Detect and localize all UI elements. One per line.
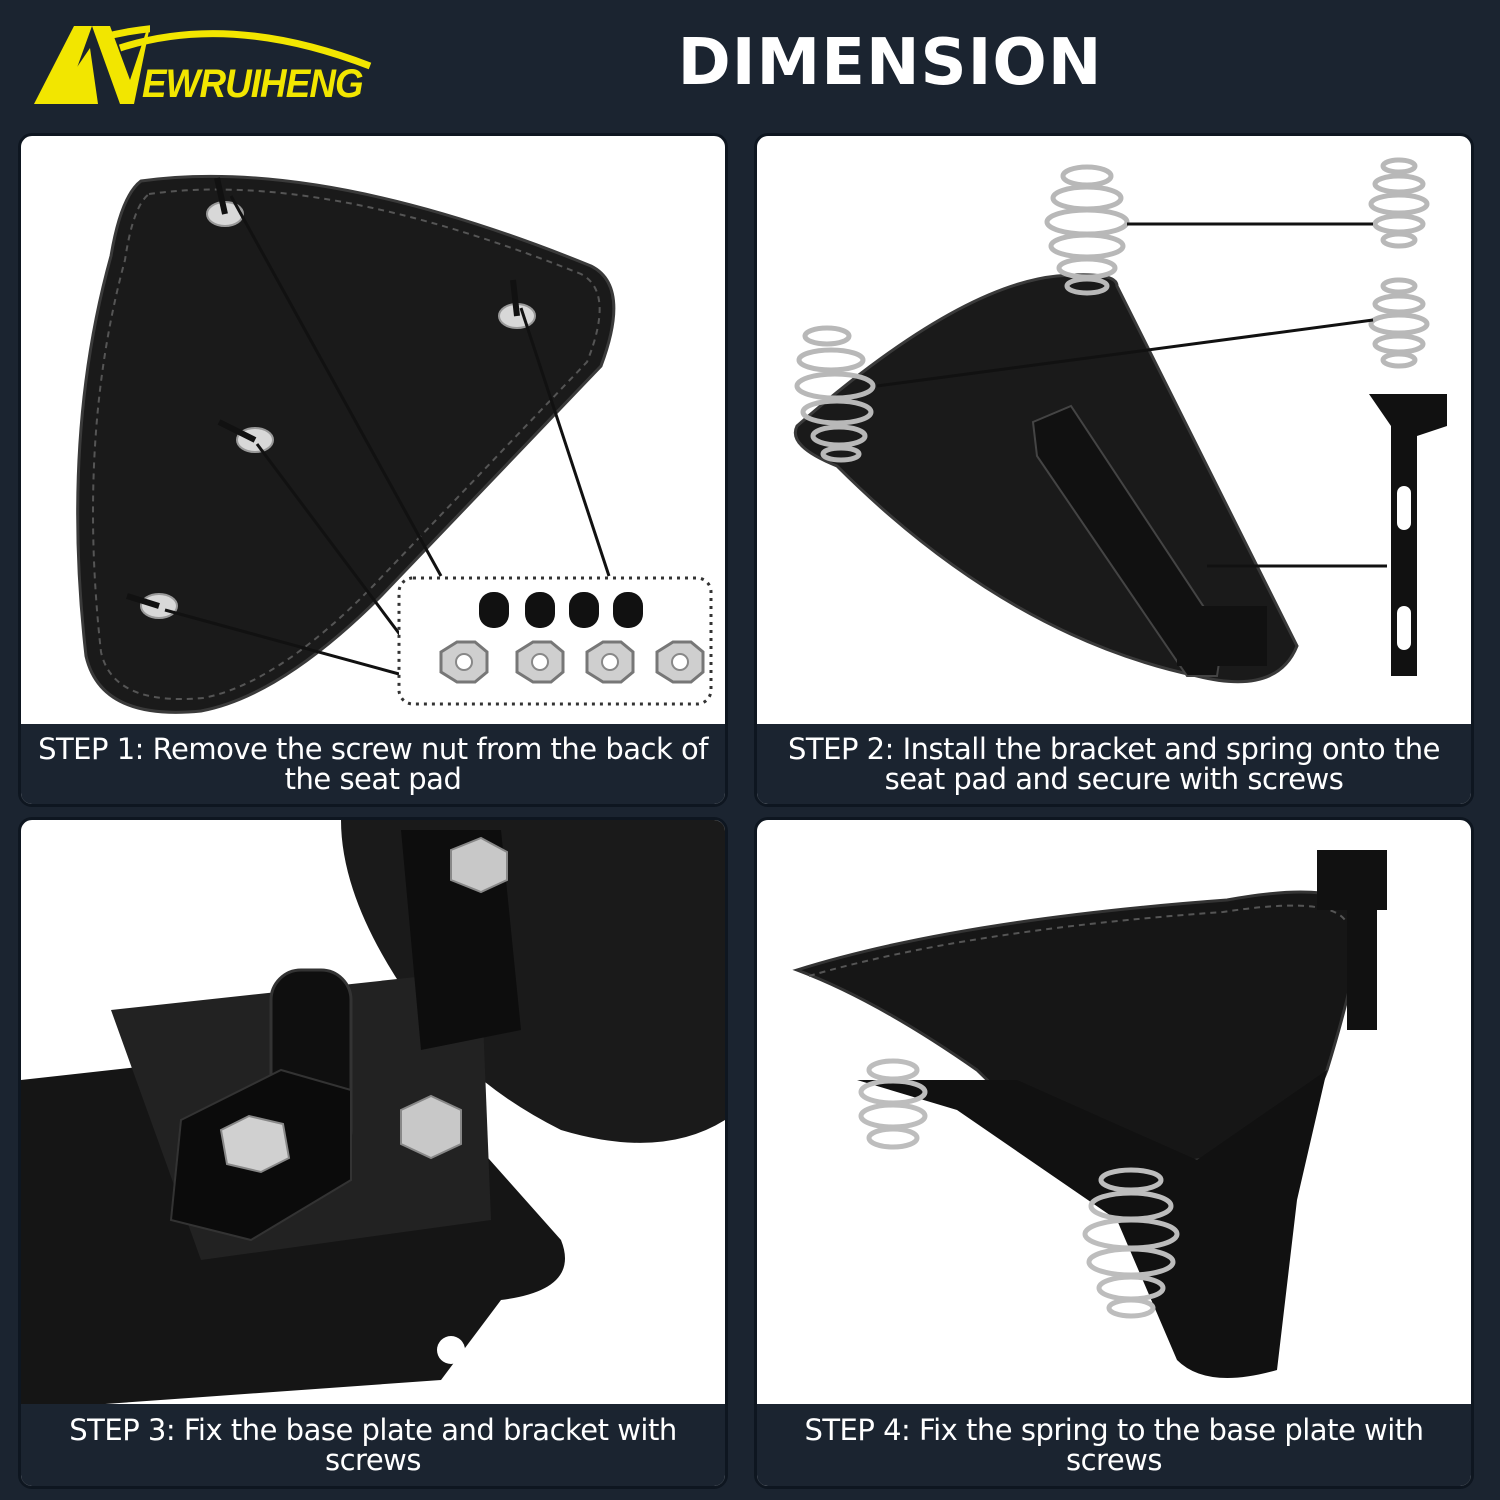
page-title: DIMENSION — [677, 26, 1103, 100]
step-1-panel: STEP 1: Remove the screw nut from the ba… — [18, 133, 728, 807]
step-4-image — [757, 820, 1471, 1410]
step-3-caption: STEP 3: Fix the base plate and bracket w… — [21, 1404, 725, 1486]
step-1-image — [21, 136, 725, 730]
step-1-caption: STEP 1: Remove the screw nut from the ba… — [21, 724, 725, 804]
logo-swoosh-icon — [118, 30, 372, 70]
step-2-image — [757, 136, 1471, 730]
logo-mark-icon — [34, 25, 150, 104]
brand-logo: EWRUIHENG — [30, 18, 390, 110]
step-3-panel: STEP 3: Fix the base plate and bracket w… — [18, 817, 728, 1489]
step-2-panel: STEP 2: Install the bracket and spring o… — [754, 133, 1474, 807]
header: EWRUIHENG DIMENSION — [0, 0, 1500, 126]
step-2-caption: STEP 2: Install the bracket and spring o… — [757, 724, 1471, 804]
step-3-image — [21, 820, 725, 1410]
step-4-panel: STEP 4: Fix the spring to the base plate… — [754, 817, 1474, 1489]
brand-name: EWRUIHENG — [142, 62, 364, 106]
step-4-caption: STEP 4: Fix the spring to the base plate… — [757, 1404, 1471, 1486]
